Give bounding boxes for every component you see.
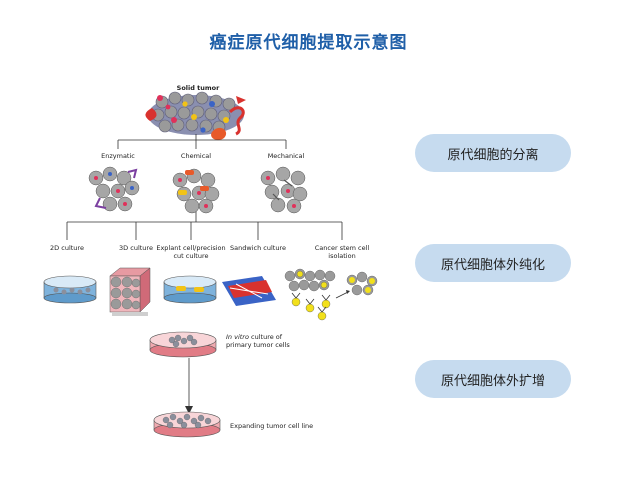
method-label-chemical: Chemical (180, 152, 212, 160)
in-vitro-dish (149, 331, 217, 358)
culture-label-2d: 2D culture (50, 244, 84, 252)
step-purification-pill: 原代细胞体外纯化 (415, 244, 571, 282)
chemical-cells (172, 168, 220, 214)
explant-culture-dish (163, 275, 217, 304)
in-vitro-rest: culture of primary tumor cells (226, 333, 290, 349)
3d-culture-cube (109, 267, 151, 316)
sandwich-culture (222, 276, 276, 306)
culture-label-stem-cell: Cancer stem cell isolation (314, 244, 370, 260)
method-label-enzymatic: Enzymatic (101, 152, 135, 160)
2d-culture-dish (43, 275, 97, 304)
in-vitro-em: In vitro (226, 333, 249, 341)
culture-label-explant: Explant cell/precision cut culture (156, 244, 226, 260)
in-vitro-label: In vitro culture of primary tumor cells (226, 333, 300, 349)
solid-tumor-label: Solid tumor (176, 84, 220, 92)
mechanical-cells (260, 166, 308, 214)
culture-label-3d: 3D culture (119, 244, 153, 252)
stem-cell-isolation (284, 268, 378, 321)
culture-label-sandwich: Sandwich culture (230, 244, 286, 252)
step-isolation-pill: 原代细胞的分离 (415, 134, 571, 172)
page-title: 癌症原代细胞提取示意图 (209, 33, 408, 53)
step-expansion-pill: 原代细胞体外扩增 (415, 360, 571, 398)
expanding-label: Expanding tumor cell line (230, 422, 314, 430)
method-label-mechanical: Mechanical (267, 152, 305, 160)
solid-tumor-illustration (145, 91, 246, 141)
enzymatic-cells (88, 166, 140, 212)
expanding-dish (153, 411, 221, 438)
